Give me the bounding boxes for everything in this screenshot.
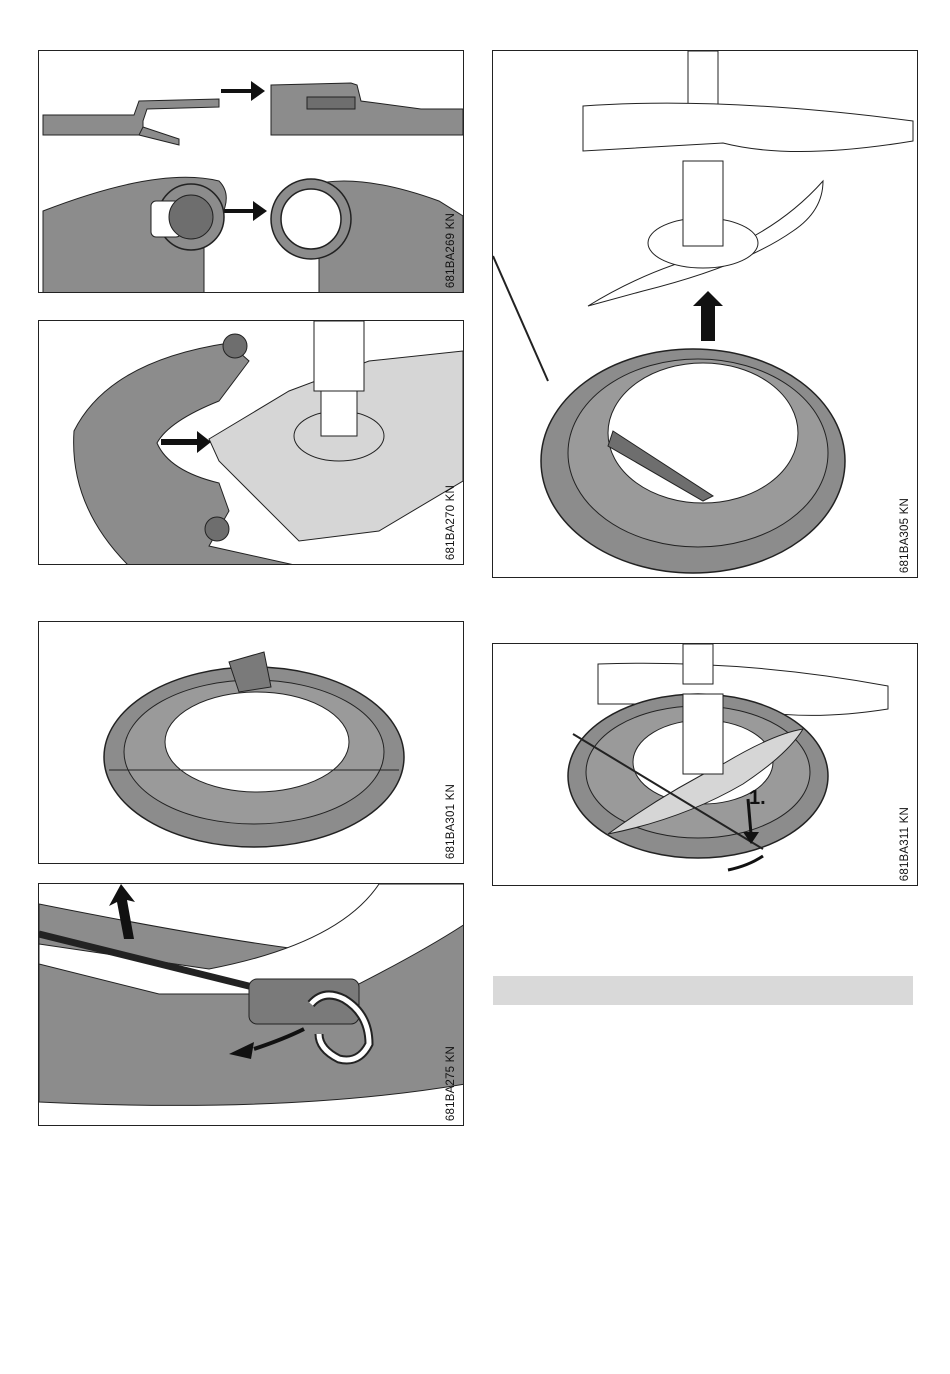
figure-681BA270: 681BA270 KN [38, 320, 464, 565]
figure-681BA301: 681BA301 KN [38, 621, 464, 864]
figure-681BA275: 681BA275 KN [38, 883, 464, 1126]
guard-onto-blade-illustration [39, 321, 464, 565]
figure-681BA305: 681BA305 KN [492, 50, 918, 578]
section-header-bar [493, 976, 913, 1005]
guard-attachment-illustration [39, 51, 464, 293]
figure-code: 681BA305 KN [899, 498, 915, 573]
step-label: 1. [749, 787, 766, 809]
hook-release-illustration [39, 884, 464, 1126]
figure-code: 681BA270 KN [445, 485, 461, 560]
figure-code: 681BA311 KN [899, 807, 915, 881]
figure-681BA269: 681BA269 KN [38, 50, 464, 293]
figure-code: 681BA275 KN [445, 1046, 461, 1121]
figure-code: 681BA269 KN [445, 213, 461, 288]
guard-ring-illustration [39, 622, 464, 864]
figure-681BA311: 1. 681BA311 KN [492, 643, 918, 886]
figure-code: 681BA301 KN [445, 784, 461, 859]
guard-fitted-illustration: 1. [493, 644, 918, 886]
blade-removal-illustration [493, 51, 918, 578]
